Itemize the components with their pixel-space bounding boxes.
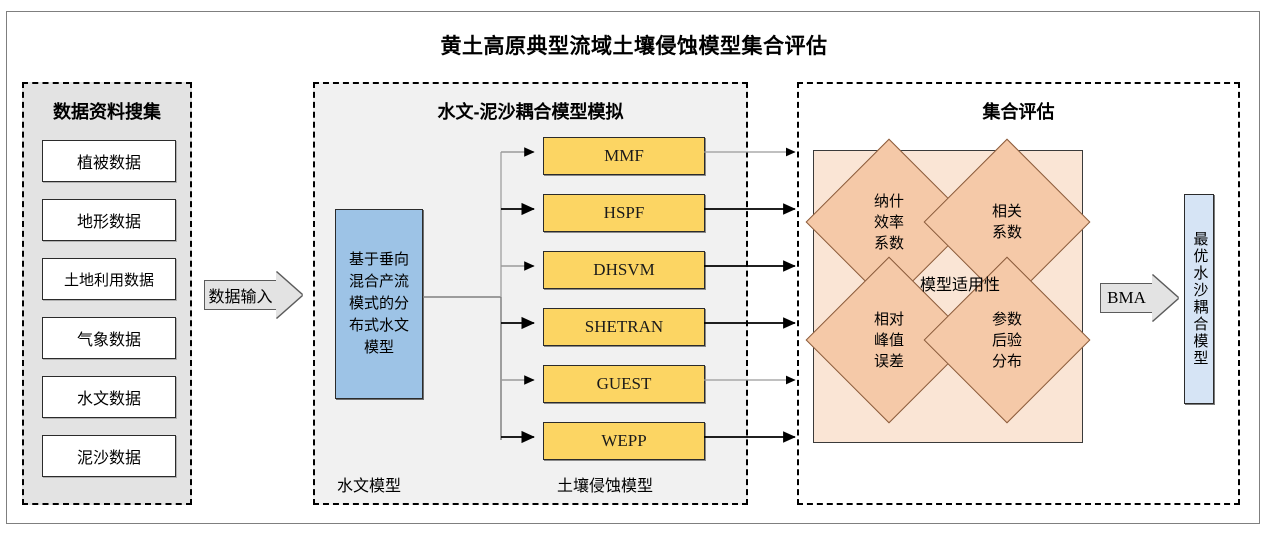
arrow-data-input: 数据输入 [204,272,302,318]
label-model-suitability: 模型适用性 [920,277,1001,294]
panel-simulation-title: 水文-泥沙耦合模型模拟 [437,102,624,122]
metric-text-peak-error: 相对峰值误差 [873,310,904,370]
model-box-mmf[interactable]: MMF [543,137,705,175]
data-item-sediment[interactable]: 泥沙数据 [42,435,176,477]
arrow-bma-head [1152,275,1178,321]
arrow-data-input-label: 数据输入 [204,280,276,310]
arrow-bma-label: BMA [1100,283,1152,313]
panel-ensemble-assessment: 集合评估 纳什效率系数 相关系数 相对峰值误差 参数后验分布 模型适用性 BMA [797,82,1240,505]
model-box-shetran[interactable]: SHETRAN [543,308,705,346]
metric-text-posterior: 参数后验分布 [991,310,1022,370]
panel-data-collection-title: 数据资料搜集 [53,102,161,122]
label-hydrological-model: 水文模型 [337,478,402,495]
page-title: 黄土高原典型流域土壤侵蚀模型集合评估 [440,35,828,58]
panel-data-collection: 数据资料搜集 植被数据 地形数据 土地利用数据 气象数据 水文数据 泥沙数据 [22,82,192,505]
panel-ensemble-title: 集合评估 [982,102,1055,122]
metric-label-nse: 纳什效率系数 [830,163,948,281]
data-item-landuse[interactable]: 土地利用数据 [42,258,176,300]
data-item-hydrology[interactable]: 水文数据 [42,376,176,418]
arrow-bma: BMA [1100,275,1178,321]
model-box-wepp[interactable]: WEPP [543,422,705,460]
metric-container: 纳什效率系数 相关系数 相对峰值误差 参数后验分布 模型适用性 [805,138,1091,443]
data-item-meteorology[interactable]: 气象数据 [42,317,176,359]
metric-text-corr: 相关系数 [991,203,1022,241]
label-erosion-model: 土壤侵蚀模型 [557,478,654,495]
metric-label-posterior: 参数后验分布 [948,281,1066,399]
data-item-vegetation[interactable]: 植被数据 [42,140,176,182]
data-item-terrain[interactable]: 地形数据 [42,199,176,241]
model-box-hspf[interactable]: HSPF [543,194,705,232]
model-box-guest[interactable]: GUEST [543,365,705,403]
model-box-dhsvm[interactable]: DHSVM [543,251,705,289]
final-optimal-model-box[interactable]: 最优水沙耦合模型 [1184,194,1214,404]
hydrological-model-box[interactable]: 基于垂向混合产流模式的分布式水文模型 [335,209,423,399]
metric-text-nse: 纳什效率系数 [873,192,904,252]
arrow-data-input-head [276,272,302,318]
panel-simulation: 水文-泥沙耦合模型模拟 基于垂向混合产流模式的分布式水文模型 MMF HSPF … [313,82,748,505]
metric-label-corr: 相关系数 [948,163,1066,281]
metric-label-peak-error: 相对峰值误差 [830,281,948,399]
